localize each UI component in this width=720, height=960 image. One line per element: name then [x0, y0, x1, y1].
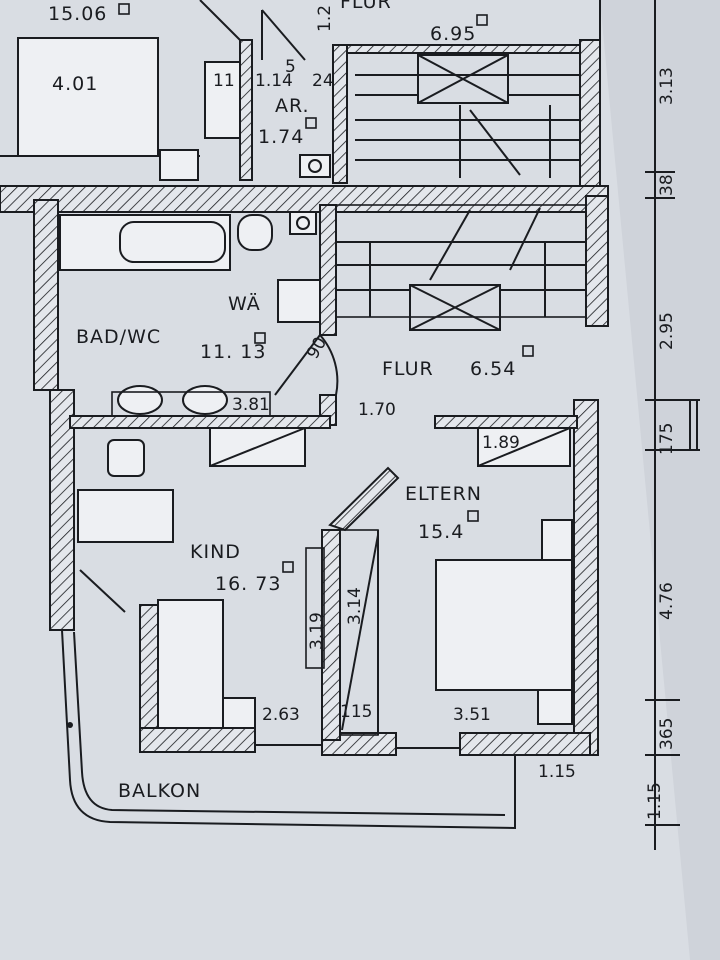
- sink-left: [117, 385, 163, 415]
- right-dim-4-76: 4.76: [657, 582, 677, 620]
- dim-115: 115: [340, 702, 372, 722]
- bad-wc-area-label: 11. 13: [200, 341, 266, 363]
- floor-slab-wall: [0, 185, 609, 213]
- left-upper-room-box: [17, 37, 159, 157]
- eltern-furniture: [435, 427, 573, 725]
- balcony-outline: [61, 629, 516, 830]
- balkon-label: BALKON: [118, 780, 201, 802]
- washer: [277, 279, 321, 323]
- dim-1-15-bottom: 1.15: [538, 762, 576, 782]
- kind-area-label: 16. 73: [215, 573, 281, 595]
- toilet: [237, 214, 273, 251]
- balcony: [61, 629, 516, 830]
- dim-1-14: 1.14: [255, 71, 293, 91]
- flur-main-label: FLUR: [382, 358, 434, 380]
- kind-furniture: [77, 427, 306, 729]
- kind-bed: [157, 599, 224, 729]
- left-outer-wall-upper: [33, 199, 59, 391]
- right-dim-365: 365: [657, 718, 677, 750]
- dim-3-19: 3.19: [307, 612, 327, 650]
- upper-staircase: [355, 54, 580, 178]
- bathroom-fixtures: [59, 211, 321, 417]
- right-outer-wall-upper: [585, 195, 609, 327]
- kind-closet: [305, 547, 325, 669]
- kind-bottom-wall: [139, 727, 256, 753]
- flur-main-area-label: 6.54: [470, 358, 516, 380]
- dim-3-81: 3.81: [232, 395, 270, 415]
- eltern-area-label: 15.4: [418, 521, 464, 543]
- left-room-area-label: 4.01: [52, 73, 98, 95]
- eltern-diagonal-wall: [328, 466, 400, 532]
- ar-area-label: 1.74: [258, 126, 304, 148]
- bath-door-swing: [274, 333, 339, 396]
- kind-desk: [77, 489, 174, 543]
- bath-right-wall: [319, 204, 337, 336]
- dim-3-51: 3.51: [453, 705, 491, 725]
- bad-wc-label: BAD/WC: [76, 326, 161, 348]
- right-dim-1-15: 1.15: [645, 782, 665, 820]
- ar-right-wall: [332, 44, 348, 184]
- eltern-bottom-wall: [459, 732, 591, 756]
- eltern-label: ELTERN: [405, 483, 482, 505]
- paper-fold-shadow: [600, 0, 720, 960]
- ar-room-label: AR.: [275, 95, 310, 117]
- outer-walls: [33, 195, 609, 756]
- flur-top-label: FLUR: [340, 0, 392, 13]
- bath-bottom-wall: [69, 415, 331, 429]
- sink-right: [182, 385, 228, 415]
- upper-plan-section: [0, 0, 601, 191]
- dim-24: 24: [312, 71, 334, 91]
- dim-11: 11: [213, 71, 235, 91]
- eltern-top-wall: [434, 415, 578, 429]
- dim-5a: 5: [285, 57, 296, 77]
- left-outer-wall-lower: [49, 389, 75, 631]
- right-dim-3-13: 3.13: [657, 67, 677, 105]
- dim-1-89: 1.89: [482, 433, 520, 453]
- stair-void: [409, 284, 501, 331]
- main-staircase: [335, 204, 587, 331]
- upper-right-wall: [579, 39, 601, 191]
- dim-2-63: 2.63: [262, 705, 300, 725]
- dim-1-70: 1.70: [358, 400, 396, 420]
- right-dim-175: 175: [657, 423, 677, 455]
- waesche-label: WÄ: [228, 292, 261, 315]
- right-outer-wall-lower: [573, 399, 599, 756]
- right-dim-38: 38: [657, 174, 677, 196]
- top-left-area-label: 15.06: [48, 3, 107, 25]
- kind-label: KIND: [190, 541, 241, 563]
- flur-top-area-label: 6.95: [430, 23, 476, 45]
- dim-3-14: 3.14: [345, 587, 365, 625]
- dim-1-2: 1.2: [315, 5, 335, 32]
- interior-walls: [69, 204, 578, 741]
- right-dim-2-95: 2.95: [657, 312, 677, 350]
- wardrobe: [339, 529, 379, 736]
- right-dimension-lines: [599, 0, 700, 850]
- ar-left-wall: [239, 39, 253, 181]
- double-bed: [435, 559, 573, 691]
